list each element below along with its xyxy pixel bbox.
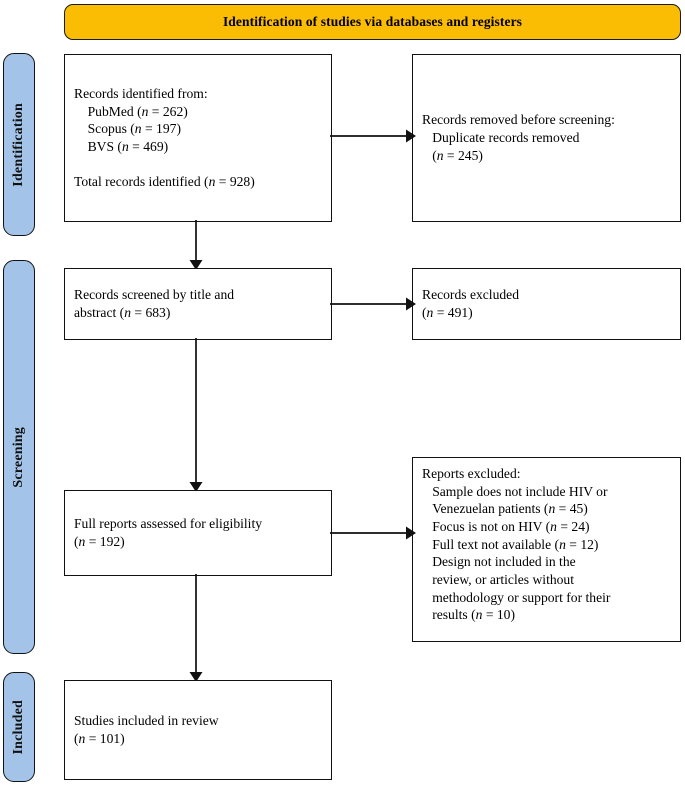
- box-records-removed: Records removed before screening: Duplic…: [412, 54, 681, 222]
- box-studies-included: Studies included in review (n = 101): [64, 680, 332, 780]
- phase-label-identification: Identification: [11, 102, 26, 187]
- phase-rail-screening: Screening: [3, 260, 35, 654]
- box-records-excluded: Records excluded (n = 491): [412, 268, 681, 340]
- box-reports-excluded: Reports excluded: Sample does not includ…: [412, 457, 681, 642]
- phase-label-included: Included: [11, 699, 26, 755]
- phase-rail-included: Included: [3, 672, 35, 782]
- connector-identified-to-removed: [330, 129, 416, 143]
- connector-assessed-to-reports-excluded: [330, 526, 416, 540]
- box-records-identified-text: Records identified from: PubMed (n = 262…: [74, 85, 255, 190]
- phase-rail-identification: Identification: [3, 53, 35, 236]
- box-records-excluded-text: Records excluded (n = 491): [422, 287, 520, 320]
- box-records-screened-text: Records screened by title and abstract (…: [74, 287, 235, 320]
- connector-screened-to-assessed: [189, 338, 203, 492]
- connector-identified-to-screened: [189, 220, 203, 270]
- stage-banner-identification: Identification of studies via databases …: [64, 4, 681, 40]
- phase-label-screening: Screening: [11, 426, 26, 488]
- connector-screened-to-excluded: [330, 297, 416, 311]
- connector-assessed-to-included: [189, 574, 203, 682]
- box-records-screened: Records screened by title and abstract (…: [64, 268, 332, 340]
- box-reports-excluded-text: Reports excluded: Sample does not includ…: [422, 466, 611, 623]
- box-studies-included-text: Studies included in review (n = 101): [74, 713, 219, 746]
- box-full-reports-assessed: Full reports assessed for eligibility (n…: [64, 490, 332, 576]
- box-full-reports-assessed-text: Full reports assessed for eligibility (n…: [74, 516, 263, 549]
- box-records-removed-text: Records removed before screening: Duplic…: [422, 112, 615, 163]
- box-records-identified: Records identified from: PubMed (n = 262…: [64, 54, 332, 222]
